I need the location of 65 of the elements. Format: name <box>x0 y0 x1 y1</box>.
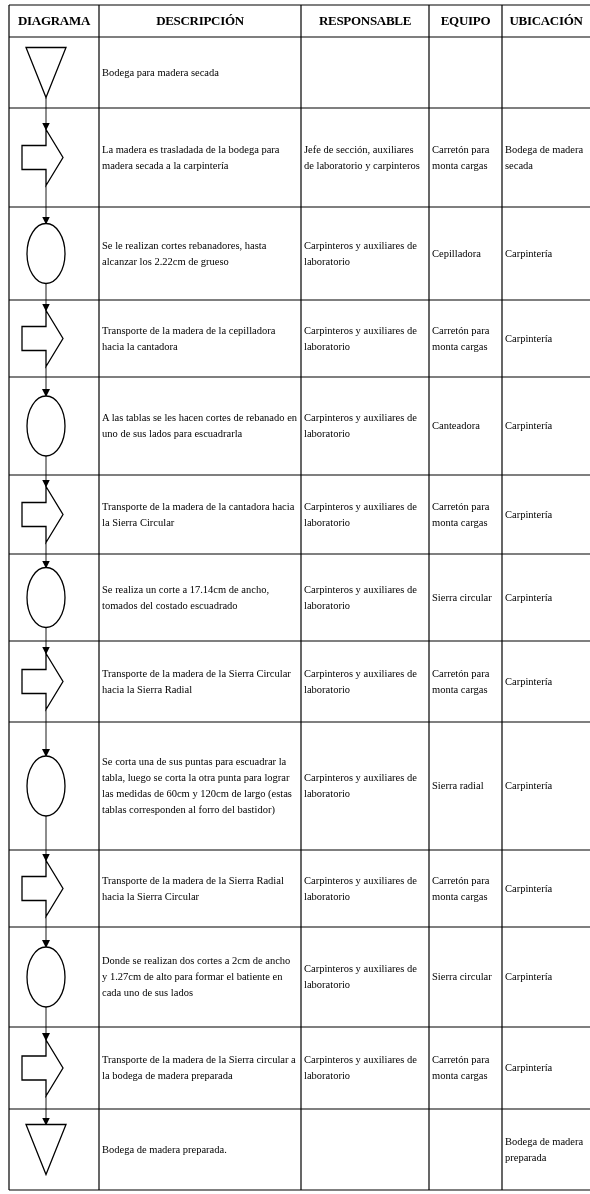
responsible-text: Jefe de sección, auxiliares de laboratorio y carpinteros <box>304 142 421 173</box>
location-text: Carpintería <box>505 674 553 689</box>
location-text: Carpintería <box>505 331 553 346</box>
column-header: EQUIPO <box>440 13 491 29</box>
equipment-text: Sierra radial <box>432 779 484 793</box>
column-header: DESCRIPCIÓN <box>156 13 244 29</box>
transport-arrow-symbol <box>21 858 64 919</box>
step-description: Transporte de la madera de la Sierra Radial hacia la Sierra Circular <box>102 873 285 904</box>
responsible-text: Carpinteros y auxiliares de laboratorio <box>304 582 418 613</box>
equipment-text: Carretón para monta cargas <box>432 323 491 354</box>
location-text: Bodega de madera secada <box>505 142 585 173</box>
responsible-text: Carpinteros y auxiliares de laboratorio <box>304 771 418 801</box>
step-description: Se corta una de sus puntas para escuadrar la tabla, luego se corta la otra punta para lograr las medidas de 60cm y 120cm de largo (estas tablas corresponden al forro del bastidor) <box>102 755 293 817</box>
step-description: A las tablas se les hacen cortes de rebanado en uno de sus lados para escuadrarla <box>102 411 298 441</box>
location-text: Carpintería <box>505 779 553 793</box>
operation-circle <box>26 755 66 817</box>
step-description: Se le realizan cortes rebanadores, hasta alcanzar los 2.22cm de grueso <box>102 238 268 269</box>
location-text: Bodega de madera preparada <box>505 1134 585 1165</box>
storage-triangle <box>25 1123 67 1177</box>
responsible-text: Carpinteros y auxiliares de laboratorio <box>304 238 418 269</box>
operation-circle <box>26 222 66 285</box>
responsible-text: Carpinteros y auxiliares de laboratorio <box>304 962 418 992</box>
equipment-text: Sierra circular <box>432 970 492 984</box>
transport-arrow-symbol <box>21 484 64 545</box>
column-header: RESPONSABLE <box>318 13 412 29</box>
responsible-text: Carpinteros y auxiliares de laboratorio <box>304 411 418 441</box>
step-description: Se realiza un corte a 17.14cm de ancho, tomados del costado escuadrado <box>102 582 271 613</box>
transport-arrow-symbol <box>21 308 64 369</box>
equipment-text: Carretón para monta cargas <box>432 1053 491 1083</box>
step-description: Donde se realizan dos cortes a 2cm de ancho y 1.27cm de alto para formar el batiente en cada uno de sus lados <box>102 954 292 1000</box>
responsible-text: Carpinteros y auxiliares de laboratorio <box>304 499 418 530</box>
responsible-text: Carpinteros y auxiliares de laboratorio <box>304 323 418 354</box>
transport-arrow-symbol <box>21 1037 64 1099</box>
operation-circle <box>26 946 66 1008</box>
location-text: Carpintería <box>505 1061 553 1075</box>
equipment-text: Carretón para monta cargas <box>432 666 491 697</box>
step-description: Transporte de la madera de la Sierra Circular hacia la Sierra Radial <box>102 666 292 697</box>
responsible-text: Carpinteros y auxiliares de laboratorio <box>304 666 418 697</box>
location-text: Carpintería <box>505 246 553 261</box>
equipment-text: Carretón para monta cargas <box>432 142 491 173</box>
operation-circle <box>26 395 66 457</box>
location-text: Carpintería <box>505 590 553 605</box>
column-header: UBICACIÓN <box>509 13 583 29</box>
transport-arrow-symbol <box>21 651 64 712</box>
step-description: La madera es trasladada de la bodega para madera secada a la carpintería <box>102 142 281 173</box>
location-text: Carpintería <box>505 419 553 433</box>
equipment-text: Carretón para monta cargas <box>432 499 491 530</box>
storage-triangle <box>25 46 67 100</box>
equipment-text: Sierra circular <box>432 590 492 605</box>
step-description: Transporte de la madera de la cepilladora hacia la cantadora <box>102 323 277 354</box>
location-text: Carpintería <box>505 507 553 522</box>
equipment-text: Cepilladora <box>432 246 481 261</box>
location-text: Carpintería <box>505 881 553 896</box>
responsible-text: Carpinteros y auxiliares de laboratorio <box>304 873 418 904</box>
step-description: Transporte de la madera de la cantadora hacia la Sierra Circular <box>102 499 296 530</box>
column-header: DIAGRAMA <box>18 13 90 29</box>
equipment-text: Carretón para monta cargas <box>432 873 491 904</box>
location-text: Carpintería <box>505 970 553 984</box>
operation-circle <box>26 566 66 629</box>
step-description: Bodega para madera secada <box>102 65 219 80</box>
transport-arrow-symbol <box>21 127 64 188</box>
step-description: Bodega de madera preparada. <box>102 1142 227 1157</box>
responsible-text: Carpinteros y auxiliares de laboratorio <box>304 1053 418 1083</box>
equipment-text: Canteadora <box>432 419 480 433</box>
step-description: Transporte de la madera de la Sierra circular a la bodega de madera preparada <box>102 1053 297 1083</box>
